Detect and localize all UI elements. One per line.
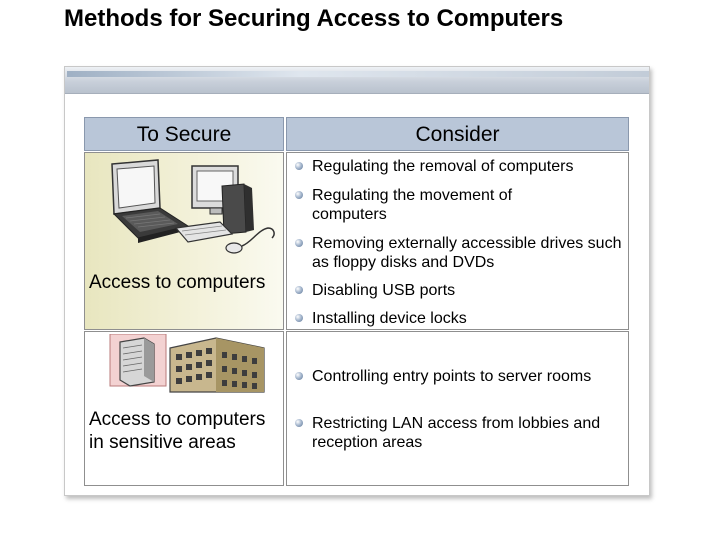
slide-title: Methods for Securing Access to Computers <box>64 5 564 32</box>
list-item: Installing device locks <box>312 310 467 327</box>
column-header-consider: Consider <box>286 117 629 151</box>
row-label-access-to-computers: Access to computers <box>89 272 266 293</box>
column-header-to-secure: To Secure <box>84 117 284 151</box>
panel-title-bar <box>65 67 649 94</box>
server-building-icon <box>109 334 265 393</box>
row-2-items-cell <box>286 331 629 486</box>
bullet-icon <box>295 239 303 247</box>
bullet-icon <box>295 314 303 322</box>
list-item: Disabling USB ports <box>312 282 456 299</box>
list-item: Removing externally accessible drives su… <box>312 235 622 271</box>
laptop-desktop-computers-icon <box>111 159 275 254</box>
list-item: Restricting LAN access from lobbies and … <box>312 415 601 451</box>
bullet-icon <box>295 372 303 380</box>
bullet-icon <box>295 286 303 294</box>
bullet-icon <box>295 191 303 199</box>
row-1-items-cell <box>286 152 629 330</box>
bullet-icon <box>295 419 303 427</box>
row-label-access-sensitive-areas: Access to computers in sensitive areas <box>89 409 266 453</box>
list-item: Regulating the movement of computers <box>312 187 513 223</box>
bullet-icon <box>295 162 303 170</box>
list-item: Regulating the removal of computers <box>312 158 574 175</box>
list-item: Controlling entry points to server rooms <box>312 368 592 385</box>
